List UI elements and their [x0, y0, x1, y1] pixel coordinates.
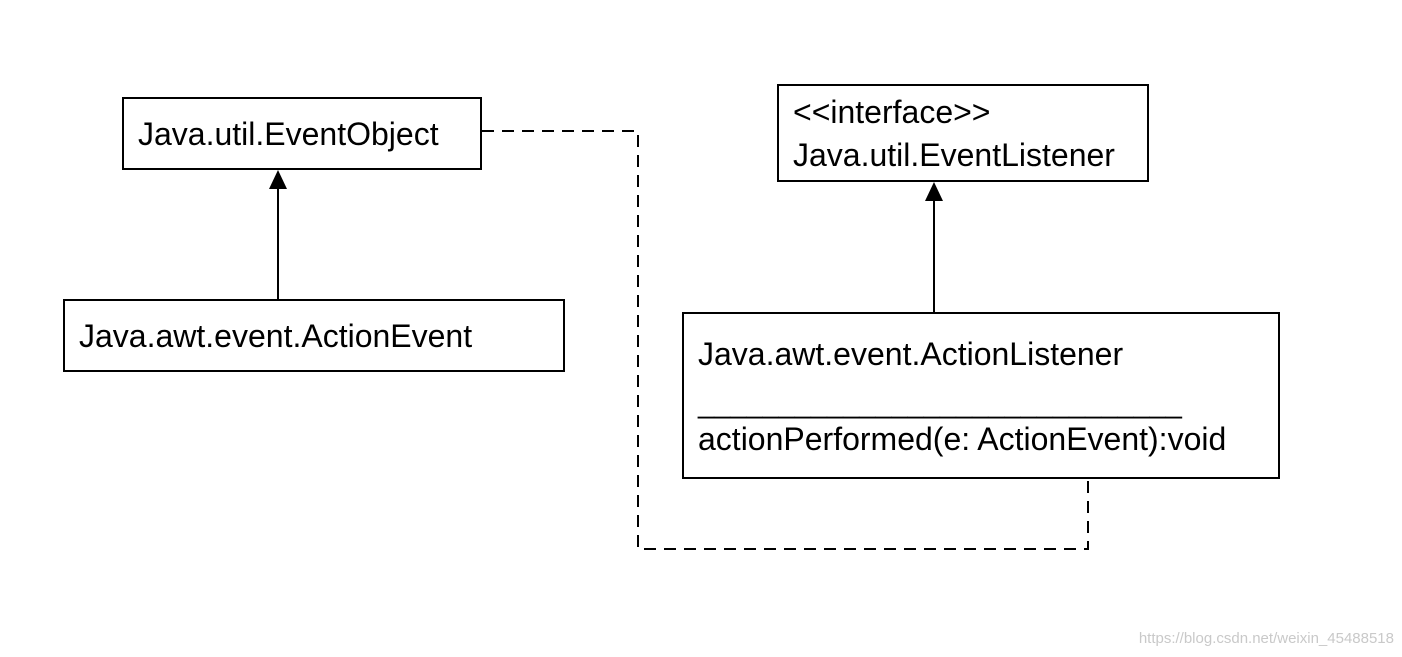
eventobject-class-box: Java.util.EventObject [122, 97, 482, 170]
dependency-dashed-line [482, 130, 1089, 550]
eventlistener-interface-name: Java.util.EventListener [793, 137, 1115, 173]
eventlistener-stereotype: <<interface>> [793, 94, 991, 130]
actionevent-class-name: Java.awt.event.ActionEvent [79, 318, 473, 354]
actionlistener-interface-name: Java.awt.event.ActionListener [698, 336, 1124, 372]
actionevent-class-box: Java.awt.event.ActionEvent [63, 299, 565, 372]
inheritance-arrowhead-eventlistener [925, 182, 943, 201]
eventobject-class-name: Java.util.EventObject [138, 116, 439, 152]
actionlistener-interface-box: Java.awt.event.ActionListener __________… [682, 312, 1280, 479]
actionlistener-method: actionPerformed(e: ActionEvent):void [698, 421, 1227, 457]
watermark-url: https://blog.csdn.net/weixin_45488518 [1138, 630, 1394, 647]
actionlistener-separator: ______________________________ [698, 388, 1182, 420]
eventlistener-interface-box: <<interface>> Java.util.EventListener [777, 84, 1149, 182]
inheritance-arrowhead-eventobject [269, 170, 287, 189]
